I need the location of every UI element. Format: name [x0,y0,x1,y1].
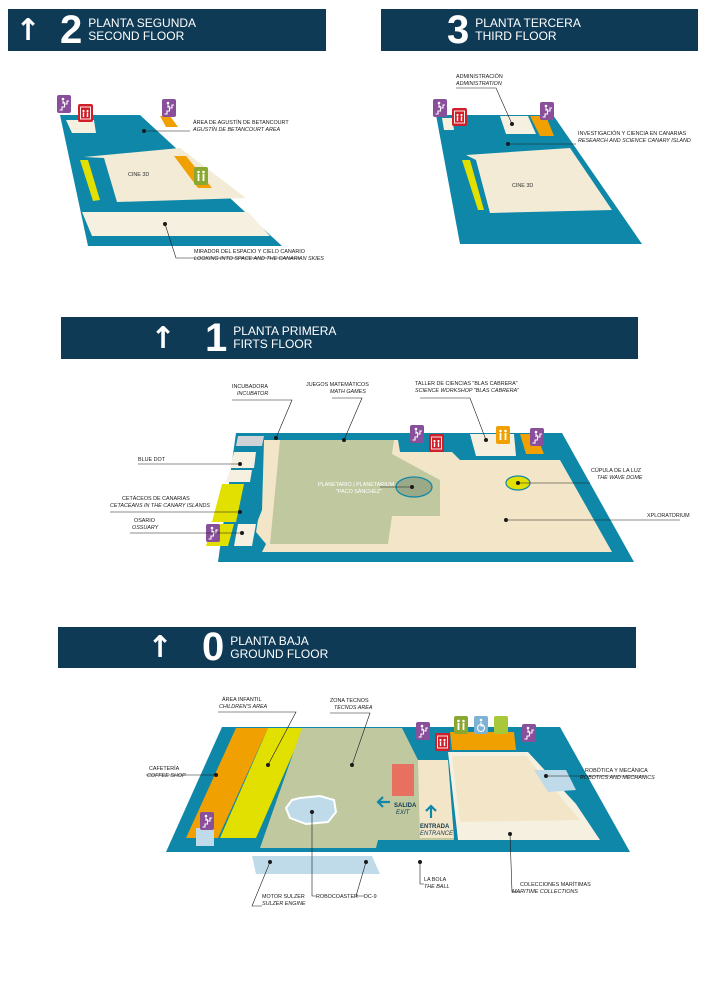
cine-3d-label-3: CINE 3D [512,183,533,189]
entrance-label-es: ENTRADA [420,824,450,830]
exit-label-es: SALIDA [394,803,417,809]
robotica-label-es: ROBÓTICA Y MECÁNICA [585,767,648,774]
floor-1-name-es: PLANTA PRIMERA [233,324,337,338]
admin-label-en: ADMINISTRATION [455,81,502,87]
floor-2-plan [56,94,300,259]
cupula-label-es: CÚPULA DE LA LUZ [591,467,642,474]
floor-1-banner: ↑ 1 PLANTA PRIMERA FIRTS FLOOR [61,315,638,360]
stairs-icon [529,427,545,447]
juegos-label-es: JUEGOS MATEMÁTICOS [306,381,369,388]
cafeteria-label-en: COFFEE SHOP [147,773,186,779]
floor-2-name-en: SECOND FLOOR [88,29,185,43]
bola-label-es: LA BOLA [424,877,447,883]
research-label-en: RESEARCH AND SCIENCE CANARY ISLAND [578,138,691,144]
floor-0-banner: ↑ 0 PLANTA BAJA GROUND FLOOR [58,625,636,669]
betancourt-area-label-es: ÁREA DE AGUSTÍN DE BETANCOURT [193,119,289,126]
incubadora-label-es: INCUBADORA [232,384,268,390]
colecciones-label-es: COLECCIONES MARÍTIMAS [520,881,591,888]
stairs-icon [539,101,555,121]
dc9-label: DC-9 [364,894,377,900]
restroom-icon [453,715,469,735]
extra-service-icon [494,716,508,734]
admin-label-es: ADMINISTRACIÓN [456,73,503,80]
colecciones-label-en: MARITIME COLLECTIONS [512,889,578,895]
exit-label-en: EXIT [396,810,411,816]
floor-0-number: 0 [202,625,225,669]
floor-3-labels: PLANTA TERCERA THIRD FLOOR [475,17,581,43]
floor-0-name-es: PLANTA BAJA [230,633,309,648]
floor-0-name-en: GROUND FLOOR [230,646,329,661]
betancourt-area-label-en: AGUSTÍN DE BETANCOURT AREA [192,126,280,133]
stairs-icon [521,723,537,743]
taller-label-en: SCIENCE WORKSHOP "BLAS CABRERA" [415,388,520,394]
floor-1-labels: PLANTA PRIMERA FIRTS FLOOR [233,325,336,351]
xploratorium-label: XPLORATORIUM [647,513,690,519]
entrance-arrow-icon [425,804,437,818]
floor-3-name-en: THIRD FLOOR [475,29,557,43]
cetaceos-label-es: CETÁCEOS DE CANARIAS [122,495,190,502]
cine-3d-label-2: CINE 3D [128,172,149,178]
floor-2-labels: PLANTA SEGUNDA SECOND FLOOR [88,17,196,43]
taller-label-es: TALLER DE CIENCIAS "BLAS CABRERA" [415,381,518,387]
mirador-label-es: MIRADOR DEL ESPACIO Y CIELO CANARIO [194,249,305,255]
mirador-label-en: LOOKING INTO SPACE AND THE CANARIAN SKIE… [194,256,324,262]
up-arrow-icon: ↑ [150,320,176,356]
planetario-label-1: PLANETARIO | PLANETARIUM [318,482,395,488]
stairs-icon [56,94,72,114]
floor-2-name-es: PLANTA SEGUNDA [88,16,197,30]
blue-dot-label: BLUE DOT [138,457,166,463]
infantil-label-en: CHILDREN'S AREA [219,704,268,710]
restroom-icon [495,425,511,445]
stairs-icon [415,721,431,741]
cafeteria-label-es: CAFETERÍA [149,765,180,772]
tecnos-label-en: TECNOS AREA [334,705,373,711]
stairs-icon [409,424,425,444]
floor-1-plan [110,397,680,562]
osario-label-es: OSARIO [134,518,155,524]
floor-0-labels: PLANTA BAJA GROUND FLOOR [230,633,329,661]
incubadora-label-en: INCUBATOR [237,391,268,397]
motor-label-en: SULZER ENGINE [262,901,306,907]
elevator-icon [77,103,94,123]
floor-2-number: 2 [60,7,83,52]
floor-3-banner: 3 PLANTA TERCERA THIRD FLOOR [381,7,698,52]
floor-3-plan [432,87,642,244]
floor-3-name-es: PLANTA TERCERA [475,16,581,30]
infantil-label-es: ÁREA INFANTIL [222,696,262,703]
cupula-label-en: THE WAVE DOME [597,475,643,481]
floor-0-plan [146,711,646,907]
motor-label-es: MOTOR SULZER [262,894,305,900]
tecnos-label-es: ZONA TECNOS [330,698,369,704]
bola-label-en: THE BALL [424,884,449,890]
up-arrow-icon: ↑ [147,630,173,665]
elevator-icon [434,732,451,752]
planetario-label-2: "PACO SÁNCHEZ" [336,488,382,495]
floor-3-number: 3 [447,7,470,52]
research-label-es: INVESTIGACIÓN Y CIENCIA EN CANARIAS [578,130,687,137]
cetaceos-label-en: CETACEANS IN THE CANARY ISLANDS [110,503,210,509]
up-arrow-icon: ↑ [15,12,41,48]
restroom-icon [193,166,209,186]
elevator-icon [428,433,445,453]
entrance-label-en: ENTRANCE [420,831,454,837]
floor-1-number: 1 [205,315,228,360]
robotica-label-en: ROBOTICS AND MECHANICS [580,775,655,781]
wheelchair-icon [473,715,489,735]
exit-arrow-icon [376,796,390,808]
stairs-icon [199,811,215,831]
stairs-icon [161,98,177,118]
juegos-label-en: MATH GAMES [330,389,366,395]
floor-1-name-en: FIRTS FLOOR [233,337,313,351]
robocoaster-label: ROBOCOASTER [316,894,358,900]
stairs-icon [432,98,448,118]
elevator-icon [451,107,468,127]
floor-2-banner: ↑ 2 PLANTA SEGUNDA SECOND FLOOR [8,7,326,52]
osario-label-en: OSSUARY [132,525,159,531]
